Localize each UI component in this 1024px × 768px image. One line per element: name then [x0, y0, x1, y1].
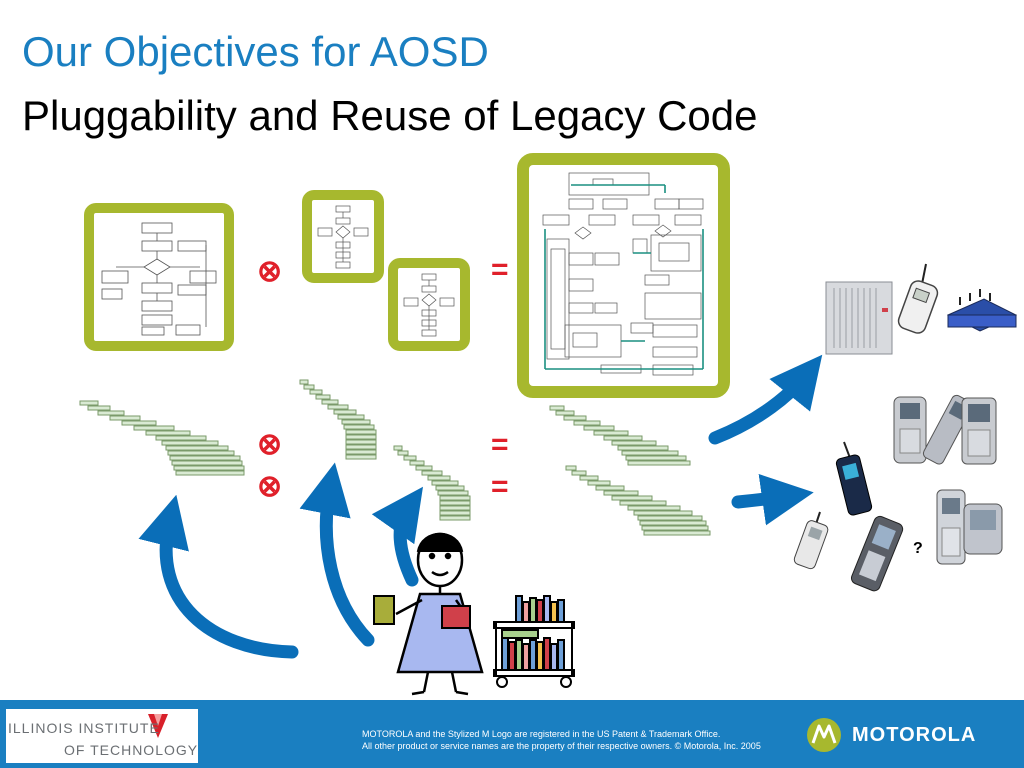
iit-logo-mark — [148, 714, 168, 738]
iit-logo-line2: OF TECHNOLOGY — [64, 742, 199, 758]
trademark-notice-line2: All other product or service names are t… — [362, 741, 761, 751]
curved-arrow-2 — [299, 462, 375, 647]
flowchart-3-diagram — [403, 273, 455, 337]
equals-operator-1: = — [491, 253, 509, 286]
flowchart-frame-2 — [302, 190, 384, 283]
handset-5-icon — [793, 511, 829, 570]
flowchart-2-diagram — [317, 205, 369, 269]
curved-arrow-3 — [371, 486, 423, 587]
code-listing-1 — [79, 400, 245, 476]
compose-operator-2: ⊗ — [257, 428, 283, 461]
handset-6-icon — [850, 515, 904, 592]
slide-subtitle: Pluggability and Reuse of Legacy Code — [22, 92, 758, 139]
handset-8-icon — [963, 503, 1003, 555]
flowchart-frame-1 — [84, 203, 234, 351]
handset-3-icon — [961, 397, 997, 465]
server-rack-icon — [825, 281, 893, 355]
compose-operator-3: ⊗ — [257, 470, 283, 503]
handset-1-icon — [893, 396, 927, 464]
arrow-to-handsets — [731, 473, 814, 526]
arrow-to-infrastructure — [708, 354, 823, 445]
motorola-wordmark: MOTOROLA — [852, 724, 977, 746]
iit-logo-line1: ILLINOIS INSTITUTE — [8, 720, 160, 736]
handset-4-icon — [835, 441, 873, 516]
flowchart-result-diagram — [542, 172, 704, 376]
reuse-arrows — [138, 354, 823, 659]
network-router-icon — [946, 289, 1018, 332]
curved-arrow-1 — [138, 494, 299, 659]
equals-operator-3: = — [491, 470, 509, 503]
handset-7-icon — [936, 489, 966, 565]
compose-operator-1: ⊗ — [257, 255, 283, 288]
code-listing-3 — [393, 445, 471, 521]
trademark-notice-line1: MOTOROLA and the Stylized M Logo are reg… — [362, 729, 721, 739]
slide-title: Our Objectives for AOSD — [22, 28, 489, 75]
cell-phone-icon — [897, 263, 939, 334]
unknown-device-marker: ? — [913, 540, 923, 557]
equals-operator-2: = — [491, 428, 509, 461]
motorola-logo-icon — [807, 718, 841, 752]
flowchart-1-diagram — [101, 222, 217, 336]
code-listing-2 — [299, 379, 377, 460]
code-listing-result — [549, 405, 711, 536]
librarian-illustration — [373, 532, 575, 696]
flowchart-frame-3 — [388, 258, 470, 351]
